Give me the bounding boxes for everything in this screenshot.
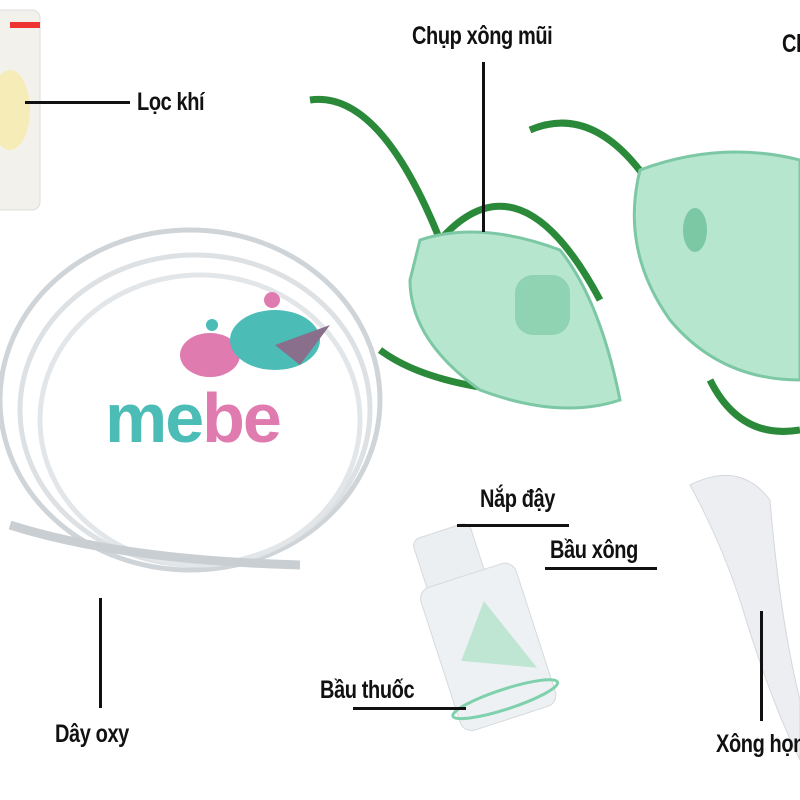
label-xong-hong: Xông họng bbox=[716, 730, 800, 758]
oxygen-tube-image bbox=[0, 227, 383, 573]
label-chup-cut: Cl bbox=[782, 30, 800, 58]
leader-line-chup-xong-mui bbox=[482, 62, 485, 232]
label-bau-thuoc: Bầu thuốc bbox=[320, 676, 415, 704]
label-bau-xong: Bầu xông bbox=[550, 536, 638, 564]
leader-line-day-oxy bbox=[99, 598, 102, 708]
logo-part2: be bbox=[202, 379, 282, 457]
air-filter-image bbox=[0, 9, 41, 211]
mouthpiece-image bbox=[689, 474, 800, 761]
label-nap-day: Nắp đậy bbox=[480, 485, 556, 513]
mebe-logo: mebe bbox=[105, 378, 282, 458]
nose-mask-image bbox=[309, 95, 622, 410]
nebulizer-cup-image bbox=[413, 523, 560, 732]
logo-part1: me bbox=[105, 379, 204, 457]
label-day-oxy: Dây oxy bbox=[55, 720, 129, 748]
leader-line-bau-xong bbox=[545, 567, 657, 570]
leader-line-nap-day bbox=[457, 524, 569, 527]
leader-line-bau-thuoc bbox=[353, 707, 466, 710]
leader-line-loc-khi bbox=[25, 101, 130, 104]
label-chup-xong-mui: Chụp xông mũi bbox=[412, 22, 553, 50]
label-loc-khi: Lọc khí bbox=[137, 88, 205, 116]
mebe-logo-birds bbox=[180, 292, 330, 377]
mouth-mask-image bbox=[528, 119, 800, 435]
leader-line-xong-hong bbox=[760, 611, 763, 721]
